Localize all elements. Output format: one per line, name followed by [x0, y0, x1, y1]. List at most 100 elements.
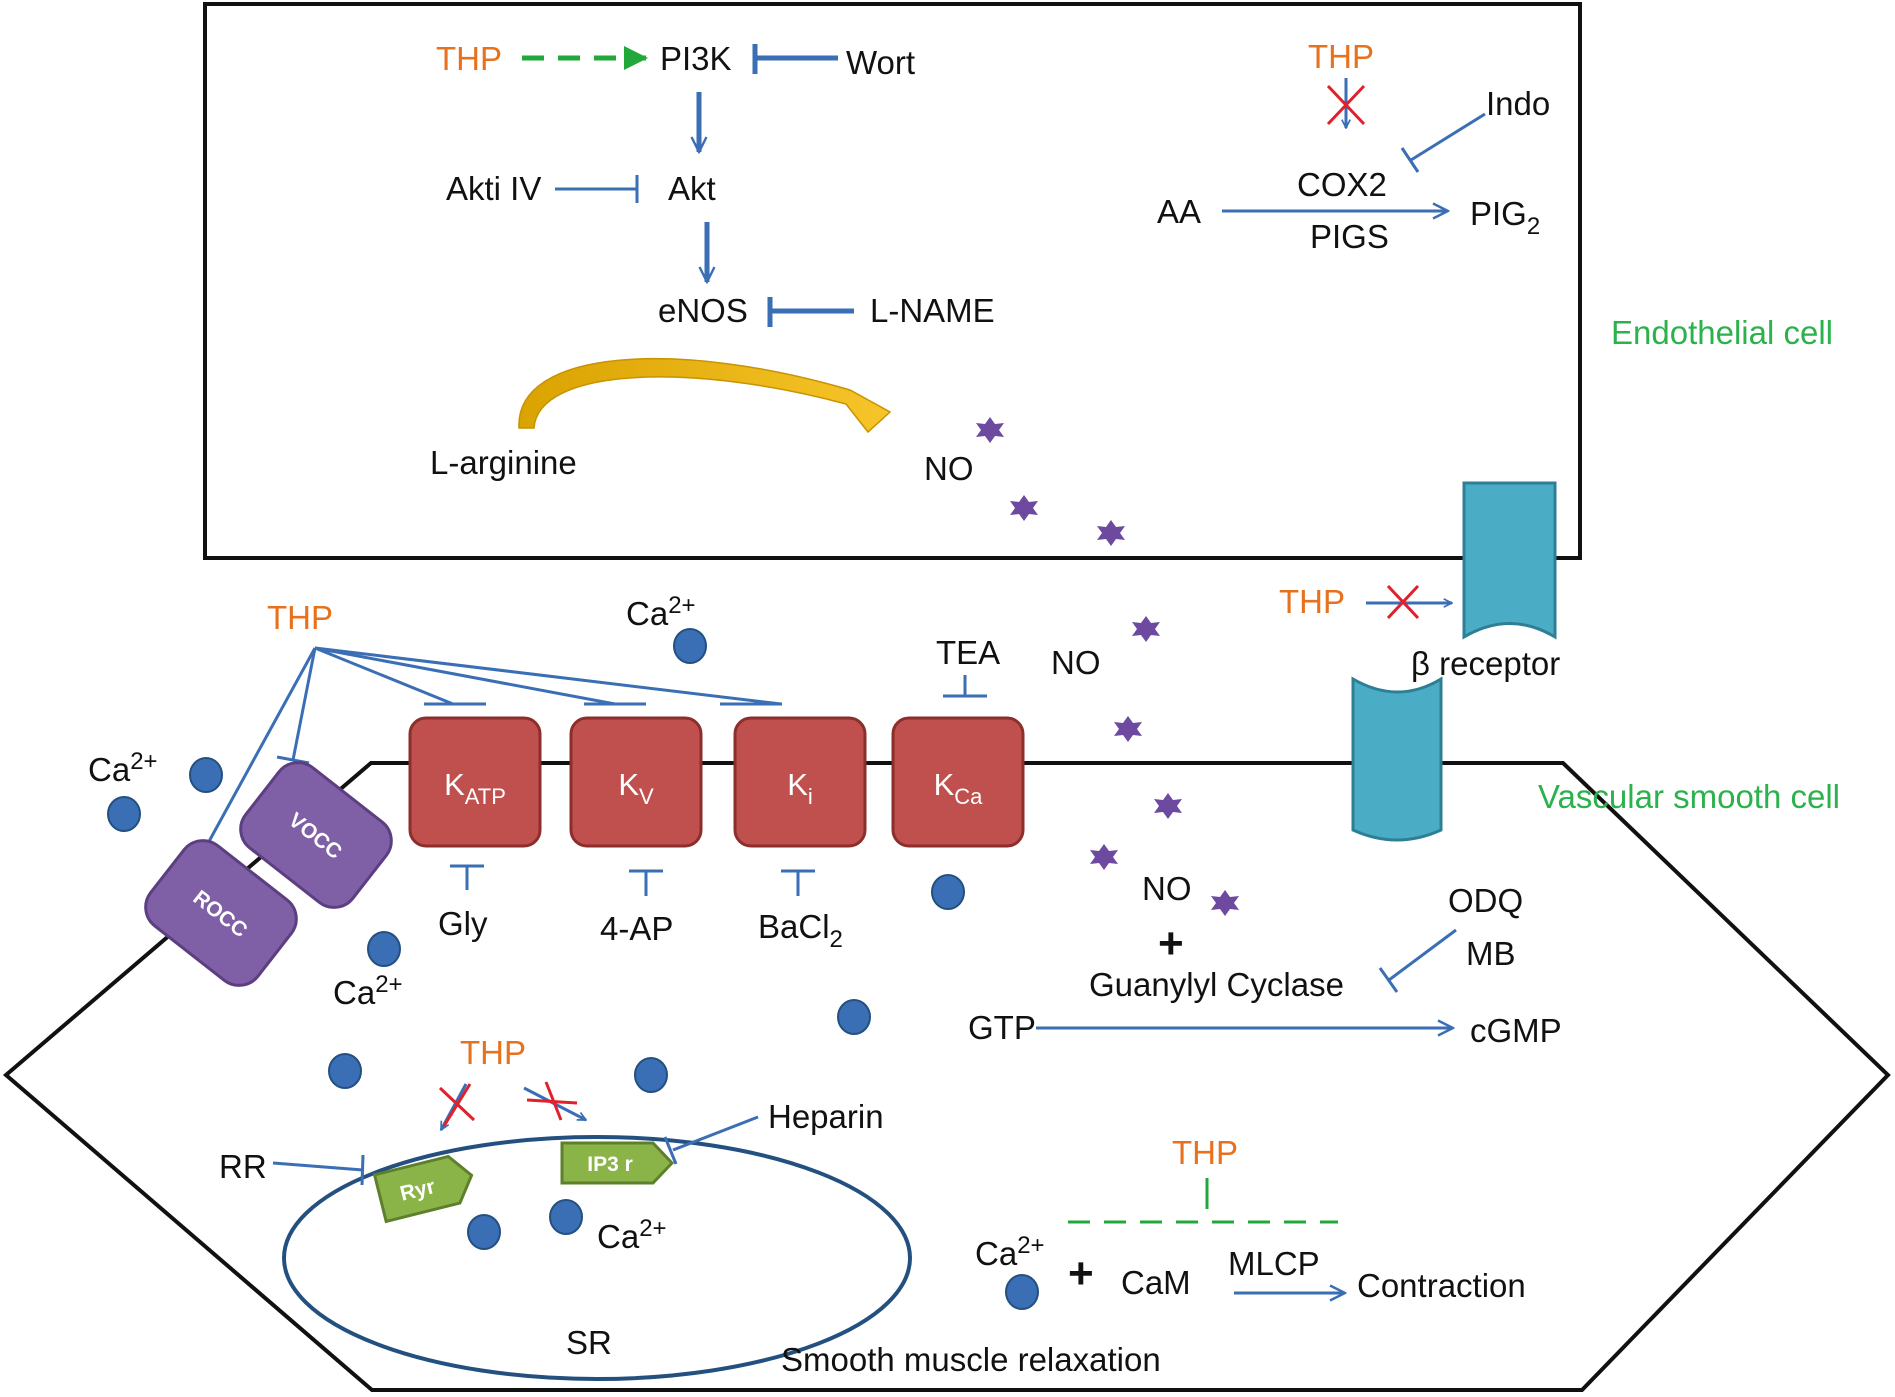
calcium-ion	[189, 757, 223, 793]
bacl2-label: BaCl2	[758, 908, 843, 953]
ca-label-outer-left: Ca2+	[88, 748, 158, 788]
calcium-ion	[467, 1214, 501, 1250]
ca-label-outer-top: Ca2+	[626, 592, 696, 632]
kca-channel: KCa TEA	[891, 634, 1025, 848]
rr-inhibition-line	[272, 1161, 364, 1172]
calcium-ions	[107, 628, 1039, 1310]
4ap-label: 4-AP	[600, 910, 673, 947]
calcium-ion	[328, 1053, 362, 1089]
gtp-label: GTP	[968, 1009, 1036, 1046]
tea-label: TEA	[936, 634, 1000, 671]
kca-label: KCa	[934, 767, 984, 809]
indo-inhibition-bar	[1400, 147, 1420, 173]
odq-inhibition-bar	[1378, 967, 1399, 993]
ryr-receptor: Ryr	[372, 1154, 474, 1224]
contraction-label: Contraction	[1357, 1267, 1526, 1304]
plus-calmodulin: +	[1068, 1249, 1094, 1298]
beta-receptor-upper	[1462, 481, 1557, 640]
no-effect-cross-ip3r	[526, 1081, 578, 1121]
mb-label: MB	[1466, 935, 1516, 972]
smooth-muscle-cell-outline	[2, 761, 1891, 1392]
rr-label: RR	[219, 1148, 267, 1185]
ca-label-inner: Ca2+	[333, 971, 403, 1011]
no-star	[1211, 890, 1239, 916]
no-effect-cross-cox	[1326, 84, 1366, 126]
gly-label: Gly	[438, 905, 488, 942]
no-effect-cross-receptor	[1386, 584, 1420, 620]
ki-label: Ki	[787, 767, 813, 809]
relaxation-label: Smooth muscle relaxation	[781, 1341, 1161, 1378]
pi3k-label: PI3K	[660, 40, 732, 77]
kv-channel: KV 4-AP	[569, 716, 703, 947]
calcium-ion	[549, 1199, 583, 1235]
pig2-label: PIG2	[1470, 195, 1540, 240]
ca-label-sr: Ca2+	[597, 1215, 667, 1255]
akt-label: Akt	[668, 170, 716, 207]
indo-inhibition-line	[1410, 112, 1486, 162]
katp-channel: KATP Gly	[408, 716, 542, 942]
heparin-inhibition-line	[672, 1115, 759, 1152]
kv-label: KV	[618, 767, 654, 809]
sarcoplasmic-reticulum	[282, 1135, 912, 1381]
no-effect-cross-ryr	[438, 1083, 476, 1127]
no-star	[1097, 520, 1125, 546]
beta-receptor-label: β receptor	[1411, 645, 1560, 682]
larginine-to-no-arrow	[518, 358, 892, 434]
no-star	[1090, 844, 1118, 870]
katp-label: KATP	[444, 767, 506, 809]
pigs-label: PIGS	[1310, 218, 1389, 255]
beta-receptor-lower	[1351, 676, 1443, 842]
endothelial-cell-label: Endothelial cell	[1611, 314, 1833, 351]
thp-label-cox: THP	[1308, 38, 1374, 75]
endothelial-cell: THP PI3K Wort Akt Akti IV eNOS L-NAME L-…	[203, 2, 1833, 560]
guanylyl-cyclase-label: Guanylyl Cyclase	[1089, 966, 1344, 1003]
no-star	[1132, 616, 1160, 642]
thp-label-pi3k: THP	[436, 40, 502, 77]
thp-channel-inhibition: THP	[185, 599, 782, 866]
calcium-ion	[673, 628, 707, 664]
plus-guanylyl: +	[1158, 919, 1184, 968]
calcium-ion	[634, 1057, 668, 1093]
cox2-label: COX2	[1297, 166, 1387, 203]
thp-label-calmodulin: THP	[1172, 1134, 1238, 1171]
vocc-channel: VOCC	[239, 761, 393, 909]
no-label-guanylyl: NO	[1142, 870, 1192, 907]
enos-label: eNOS	[658, 292, 748, 329]
smooth-muscle-cell: Vascular smooth cell	[2, 761, 1891, 1392]
sr-label: SR	[566, 1324, 612, 1361]
beta-receptor: THP β receptor	[1279, 481, 1560, 842]
larginine-label: L-arginine	[430, 444, 577, 481]
calcium-ion	[367, 931, 401, 967]
no-label-membrane: NO	[1051, 644, 1101, 681]
rr-inhibition-bar	[360, 1154, 365, 1186]
lname-label: L-NAME	[870, 292, 995, 329]
endothelial-cell-outline	[203, 2, 1582, 560]
calcium-ion	[1005, 1274, 1039, 1310]
odq-label: ODQ	[1448, 882, 1523, 919]
no-star	[1010, 495, 1038, 521]
smooth-muscle-cell-label: Vascular smooth cell	[1538, 778, 1840, 815]
aa-label: AA	[1157, 193, 1201, 230]
calcium-ion	[837, 999, 871, 1035]
mlcp-label: MLCP	[1228, 1245, 1320, 1282]
nitric-oxide-molecules	[976, 417, 1239, 916]
no-star	[1114, 716, 1142, 742]
thp-label-receptor: THP	[1279, 583, 1345, 620]
calcium-ion	[107, 796, 141, 832]
rocc-channel: ROCC	[144, 839, 298, 987]
wort-label: Wort	[846, 44, 915, 81]
calcium-ion	[931, 874, 965, 910]
ki-channel: Ki BaCl2	[733, 716, 867, 953]
cgmp-label: cGMP	[1470, 1012, 1562, 1049]
no-label-endothelial: NO	[924, 450, 974, 487]
odq-inhibition-line	[1388, 928, 1457, 982]
no-star	[1154, 793, 1182, 819]
indo-label: Indo	[1486, 85, 1550, 122]
heparin-inhibition-bar	[663, 1136, 678, 1165]
cam-label: CaM	[1121, 1264, 1191, 1301]
thp-label-sr: THP	[460, 1034, 526, 1071]
ip3-receptor: IP3 r	[560, 1141, 675, 1185]
thp-label-channels: THP	[267, 599, 333, 636]
akti-label: Akti IV	[446, 170, 541, 207]
